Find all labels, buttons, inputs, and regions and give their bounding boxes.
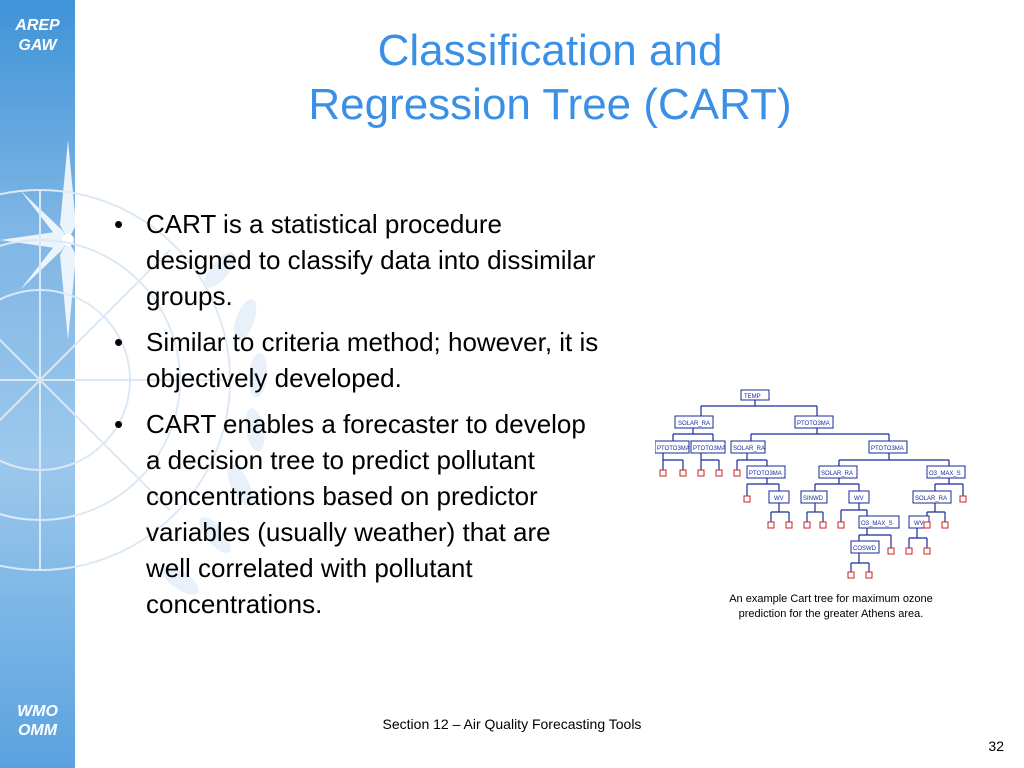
page-number: 32 xyxy=(988,738,1004,754)
tree-node-label: SOLAR_RA xyxy=(678,421,710,427)
logo-top-line2: GAW xyxy=(18,37,57,54)
bullet-item: • Similar to criteria method; however, i… xyxy=(112,324,602,396)
bullet-item: • CART is a statistical procedure design… xyxy=(112,206,602,314)
tree-node-label: WV xyxy=(914,521,924,527)
slide-title: Classification and Regression Tree (CART… xyxy=(200,24,900,132)
tree-node-label: WV xyxy=(774,496,784,502)
tree-node-label: O3_MAX_S xyxy=(861,521,893,527)
tree-node-label: COSWD xyxy=(853,546,877,552)
figure-caption: An example Cart tree for maximum ozone p… xyxy=(700,592,962,622)
tree-node-label: TEMP xyxy=(744,394,761,400)
bullet-text: CART enables a forecaster to develop a d… xyxy=(146,409,586,619)
tree-node-label: O3_MAX_S xyxy=(929,471,961,477)
wmo-omm-logo: WMO OMM xyxy=(0,702,75,740)
cart-tree-diagram: TEMP SOLAR_RA PTOTO3MA PTOTO3MA PTOTO3MA… xyxy=(655,389,967,579)
logo-bottom-line2: OMM xyxy=(17,722,58,739)
tree-node-label: PTOTO3MA xyxy=(797,421,830,427)
arep-gaw-logo: AREP GAW xyxy=(0,16,75,56)
un-laurel-emblem-icon xyxy=(0,189,268,595)
tree-node-label: WV xyxy=(854,496,864,502)
bullet-dot-icon: • xyxy=(114,209,124,239)
tree-node-label: SINWD xyxy=(803,496,824,502)
tree-node-label: PTOTO3MA xyxy=(871,446,904,452)
caption-line1: An example Cart tree for maximum ozone xyxy=(729,593,933,605)
bullet-item: • CART enables a forecaster to develop a… xyxy=(112,406,602,622)
bullet-dot-icon: • xyxy=(114,327,124,357)
tree-node-label: PTOTO3MA xyxy=(693,446,726,452)
bullet-text: CART is a statistical procedure designed… xyxy=(146,209,596,311)
tree-node-label: SOLAR_RA xyxy=(821,471,853,477)
title-line2: Regression Tree (CART) xyxy=(308,80,792,129)
tree-node-label: SOLAR_RA xyxy=(733,446,765,452)
bullet-list: • CART is a statistical procedure design… xyxy=(112,206,602,632)
bullet-dot-icon: • xyxy=(114,409,124,439)
tree-node-label: SOLAR_RA xyxy=(915,496,947,502)
bullet-text: Similar to criteria method; however, it … xyxy=(146,327,599,393)
tree-node-label: PTOTO3MA xyxy=(657,446,690,452)
logo-bottom-line1: WMO xyxy=(17,703,58,720)
sidebar-banner: AREP GAW WMO OMM xyxy=(0,0,75,768)
logo-top-line1: AREP xyxy=(15,17,60,34)
caption-line2: prediction for the greater Athens area. xyxy=(738,608,924,620)
tree-node-label: PTOTO3MA xyxy=(749,471,782,477)
title-line1: Classification and xyxy=(377,26,723,75)
slide-footer: Section 12 – Air Quality Forecasting Too… xyxy=(382,716,642,732)
